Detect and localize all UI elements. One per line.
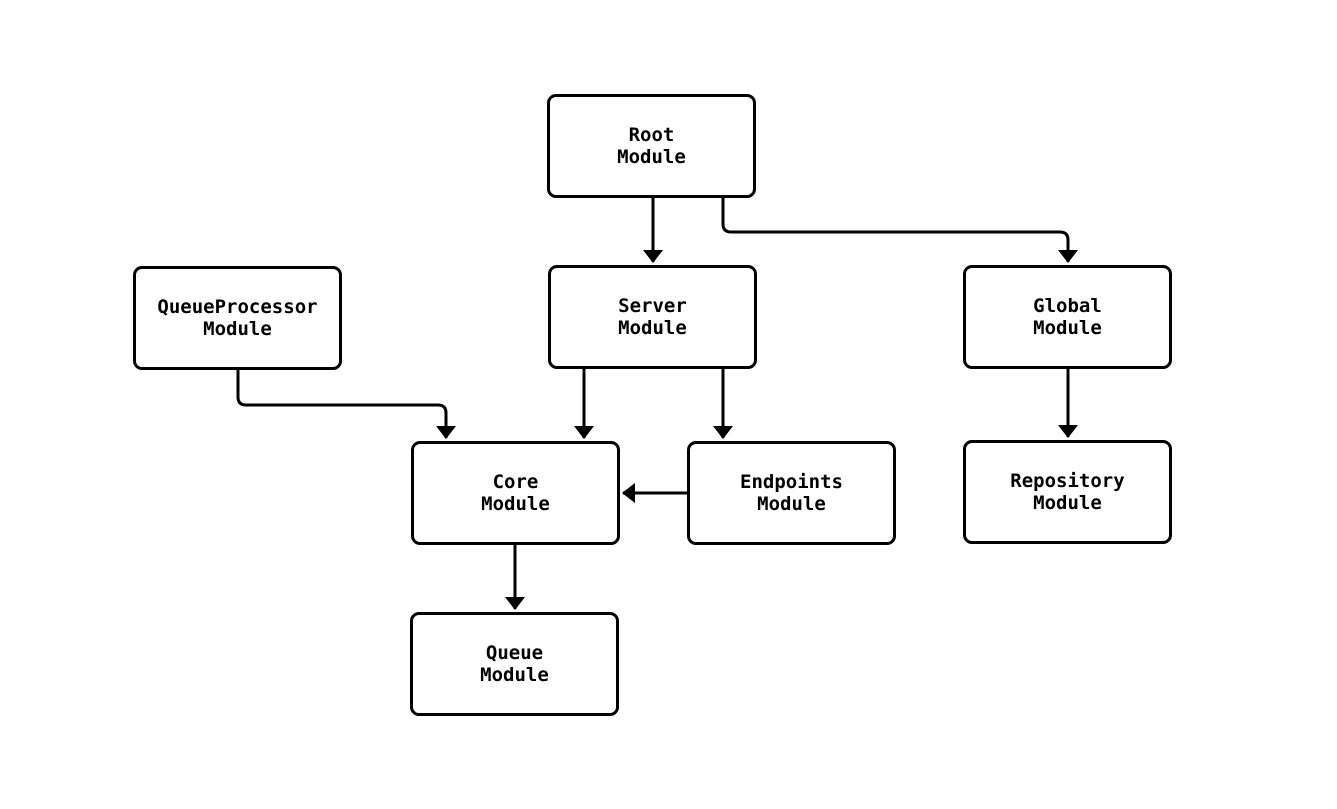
edge-queueprocessor-to-core — [236, 370, 456, 439]
edge-root-to-global — [721, 198, 1078, 263]
